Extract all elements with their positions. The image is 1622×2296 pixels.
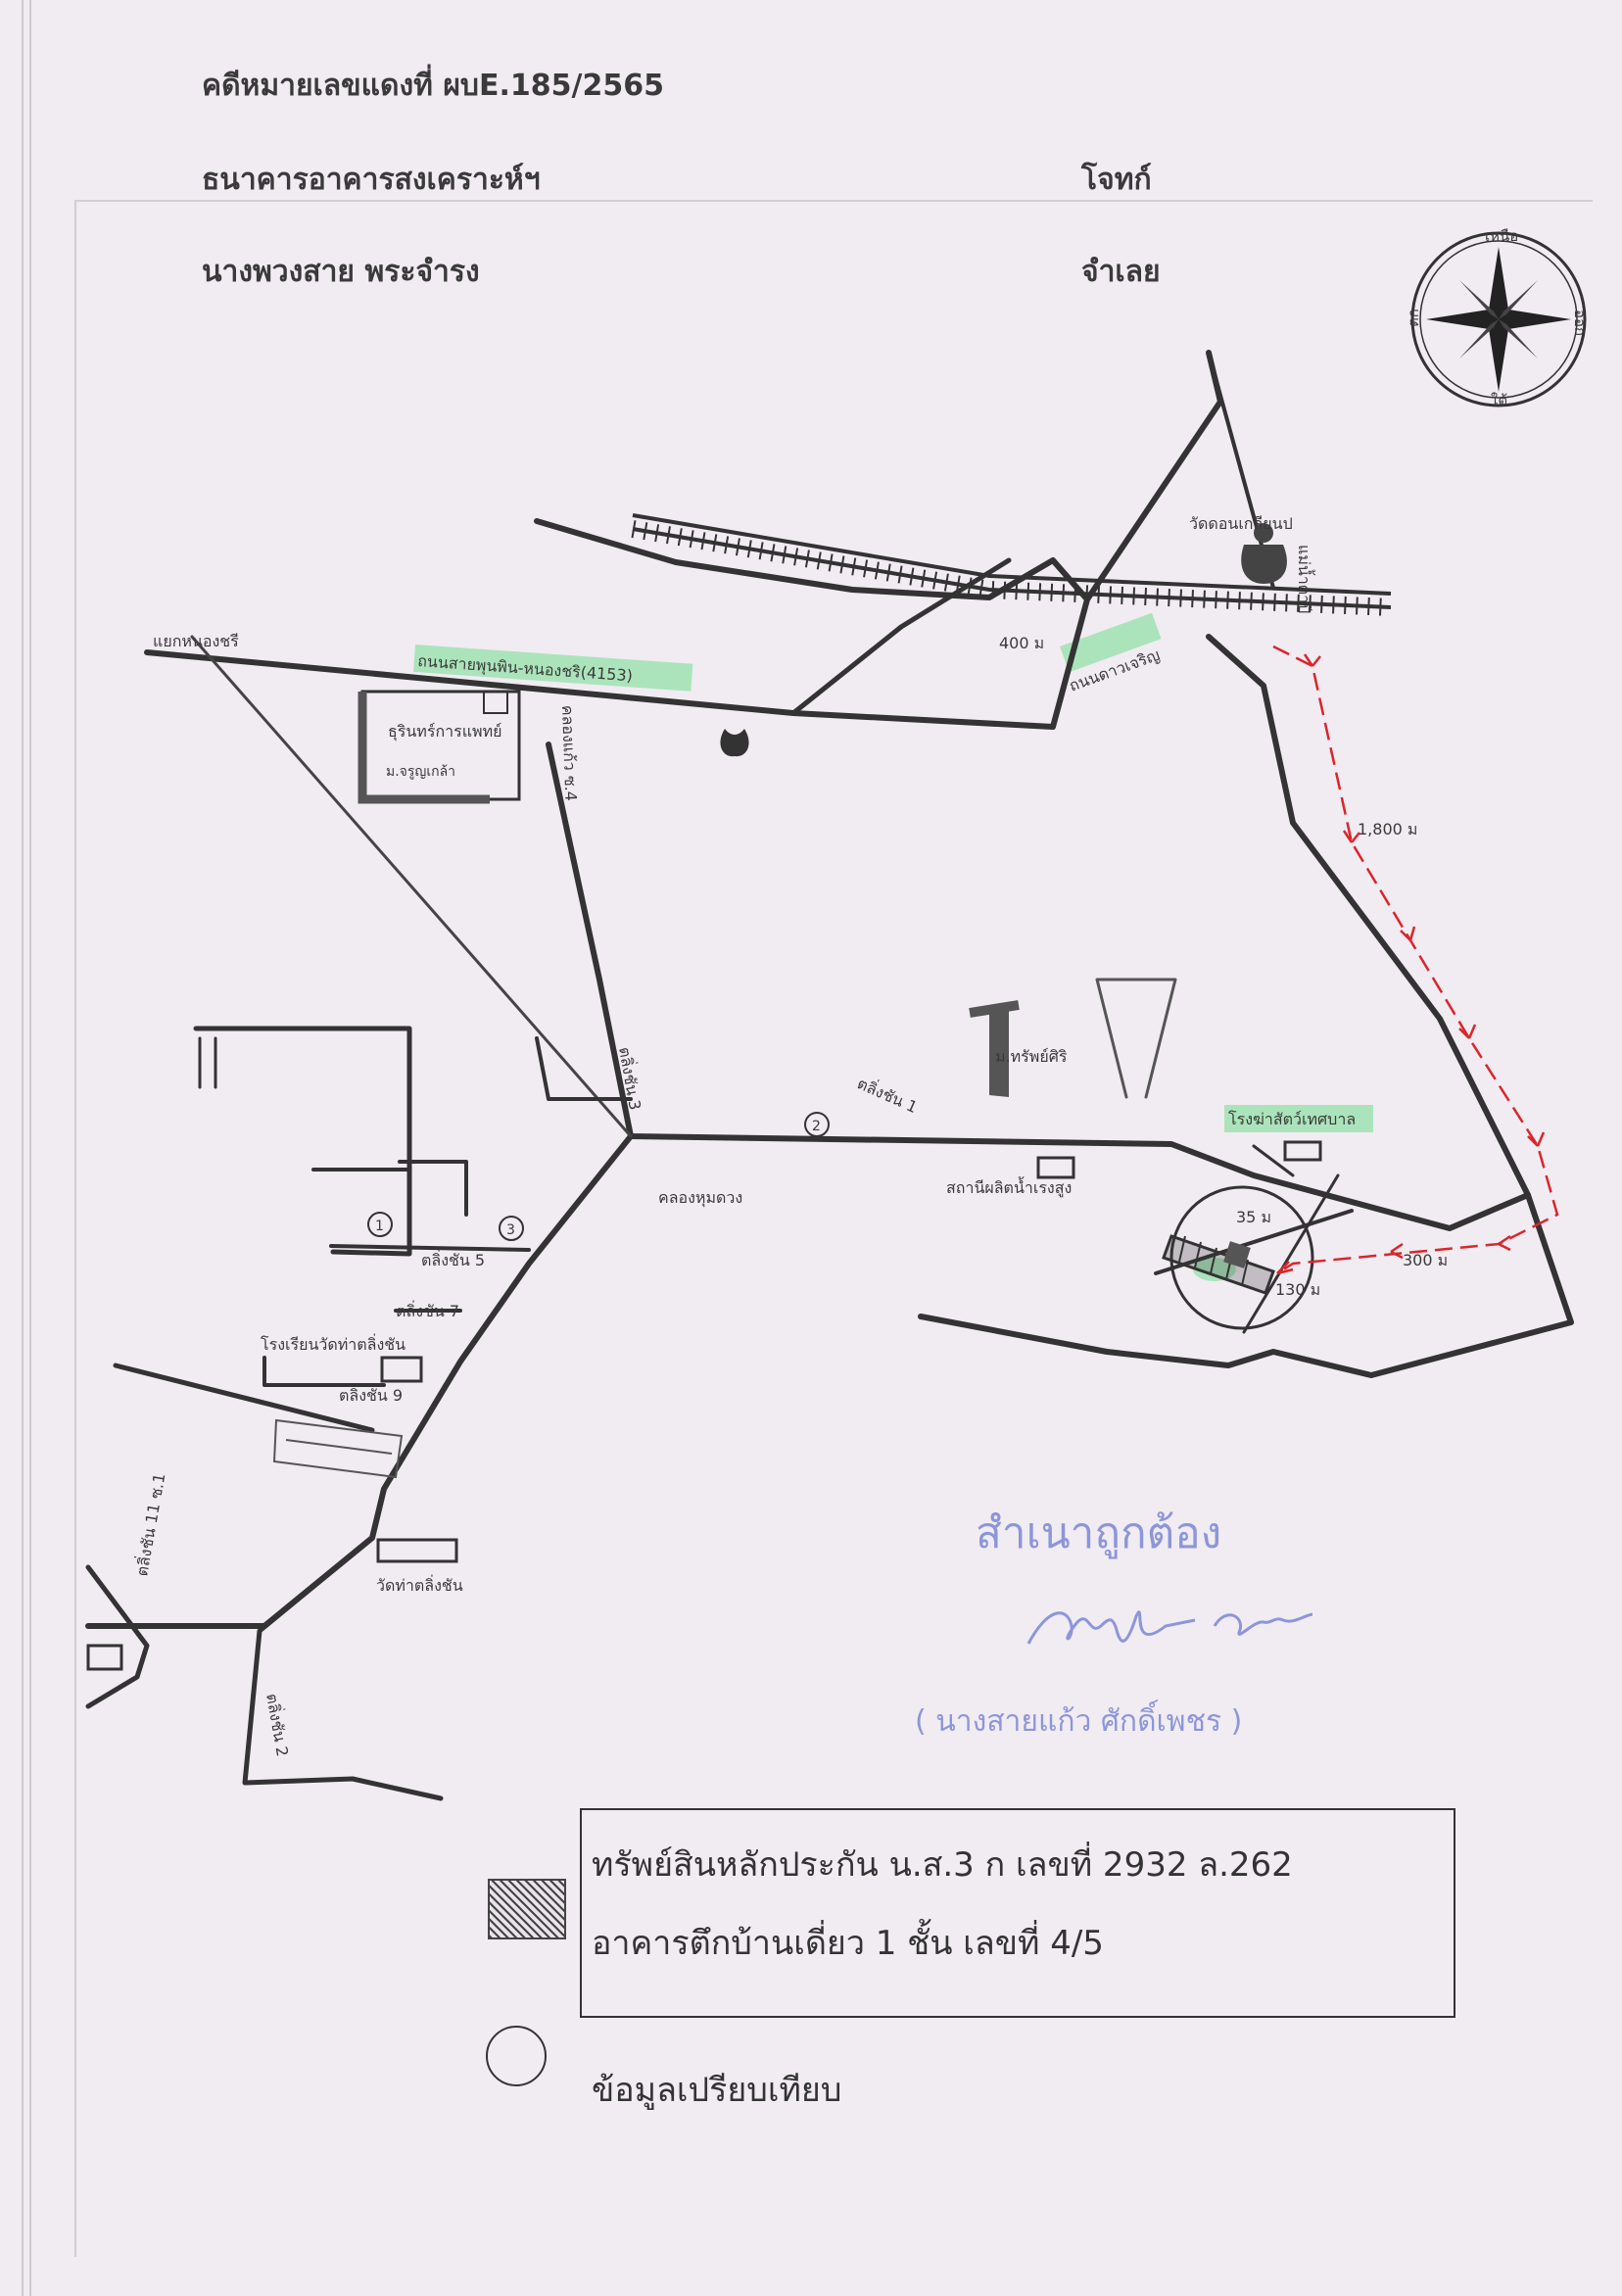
compass-south-label: ใต้	[1491, 392, 1507, 409]
comparison-circle-on-map	[1169, 1185, 1314, 1330]
label-canal: คลองหุมดวง	[658, 1188, 742, 1208]
compass-west-label: ตก	[1405, 309, 1422, 327]
certified-copy-stamp: สำเนาถูกต้อง	[976, 1508, 1222, 1558]
label-river: แม่น้ำตาปี	[1295, 545, 1315, 613]
highlight-slaughterhouse	[1224, 1105, 1373, 1132]
legend-collateral-line1: ทรัพย์สินหลักประกัน น.ส.3 ก เลขที่ 2932 …	[592, 1845, 1293, 1885]
paper-overlay-edge	[74, 200, 1593, 202]
legend-box	[580, 1808, 1455, 2018]
legend-comparison-label: ข้อมูลเปรียบเทียบ	[592, 2071, 842, 2110]
legend-collateral-line2: อาคารตึกบ้านเดี่ยว 1 ชั้น เลขที่ 4/5	[592, 1924, 1104, 1963]
legend-comparison-circle	[486, 2026, 547, 2086]
legend-collateral-swatch	[488, 1879, 566, 1939]
label-junction-west: แยกหนองชรี	[153, 632, 239, 650]
signer-name: ( นางสายแก้ว ศักดิ์เพชร )	[915, 1704, 1243, 1739]
label-temple-thachang: วัดท่าตลิ่งชัน	[376, 1574, 463, 1595]
label-lane-4: คลองแก้ว ซ.4	[558, 704, 580, 801]
label-slaughterhouse: โรงฆ่าสัตว์เทศบาล	[1228, 1110, 1356, 1128]
label-lane-7: ตลิ่งชัน 7	[396, 1300, 459, 1320]
marker-3: 3	[506, 1222, 515, 1238]
highlight-main-road	[413, 644, 693, 692]
label-dist-1800: 1,800 ม	[1358, 820, 1417, 838]
label-dist-35: 35 ม	[1236, 1208, 1271, 1226]
label-dist-400: 400 ม	[999, 634, 1044, 652]
compass-north-label: เหนือ	[1485, 227, 1518, 245]
marker-1: 1	[375, 1219, 384, 1234]
map-buildings	[86, 523, 1322, 1671]
label-temple-top: วัดดอนเกลียนป	[1189, 514, 1293, 533]
signature	[1026, 1610, 1312, 1645]
label-hospital: ธุรินทร์การแพทย์	[388, 722, 501, 741]
label-station: สถานีผลิตน้ำเรงสูง	[946, 1176, 1072, 1198]
label-lane-11: ตลิ่งชัน 11 ซ.1	[130, 1471, 168, 1577]
plaintiff-name: ธนาคารอาคารสงเคราะห์ฯ	[202, 163, 541, 197]
label-lane-5: ตลิ่งชัน 5	[421, 1249, 485, 1269]
numbered-markers: 1 2 3	[367, 1112, 830, 1241]
highlight-property	[1193, 1258, 1236, 1281]
road-network	[85, 350, 1574, 1801]
label-dist-300: 300 ม	[1403, 1251, 1448, 1269]
highlight-green-road	[1060, 612, 1162, 673]
label-school-jaruay: ม.จรูญเกล้า	[386, 764, 455, 780]
railway	[631, 513, 1392, 616]
label-lane-1: ตลิ่งชัน 1	[854, 1072, 921, 1117]
label-lane-9: ตลิ่งชัน 9	[339, 1384, 403, 1405]
paper-edge	[22, 0, 24, 2296]
compass-rose: เหนือ ใต้ ออก ตก	[1405, 227, 1589, 409]
paper-edge	[29, 0, 31, 2296]
property-parcel	[1162, 1234, 1275, 1295]
defendant-name: นางพวงสาย พระจำรง	[202, 255, 480, 289]
compass-east-label: ออก	[1571, 310, 1589, 336]
marker-2: 2	[812, 1119, 821, 1134]
label-dist-130: 130 ม	[1275, 1280, 1320, 1299]
label-school-wat: โรงเรียนวัดท่าตลิ่งชัน	[261, 1333, 406, 1354]
paper-overlay-edge	[74, 200, 76, 2257]
label-village-sap: ม.ทรัพย์ศิริ	[995, 1047, 1068, 1066]
defendant-role: จำเลย	[1081, 255, 1161, 289]
plaintiff-role: โจทก์	[1081, 163, 1152, 197]
case-number: คดีหมายเลขแดงที่ ผบE.185/2565	[202, 69, 664, 103]
access-route	[1272, 645, 1559, 1275]
label-lane-2: ตลิ่งชัน 2	[262, 1692, 294, 1758]
